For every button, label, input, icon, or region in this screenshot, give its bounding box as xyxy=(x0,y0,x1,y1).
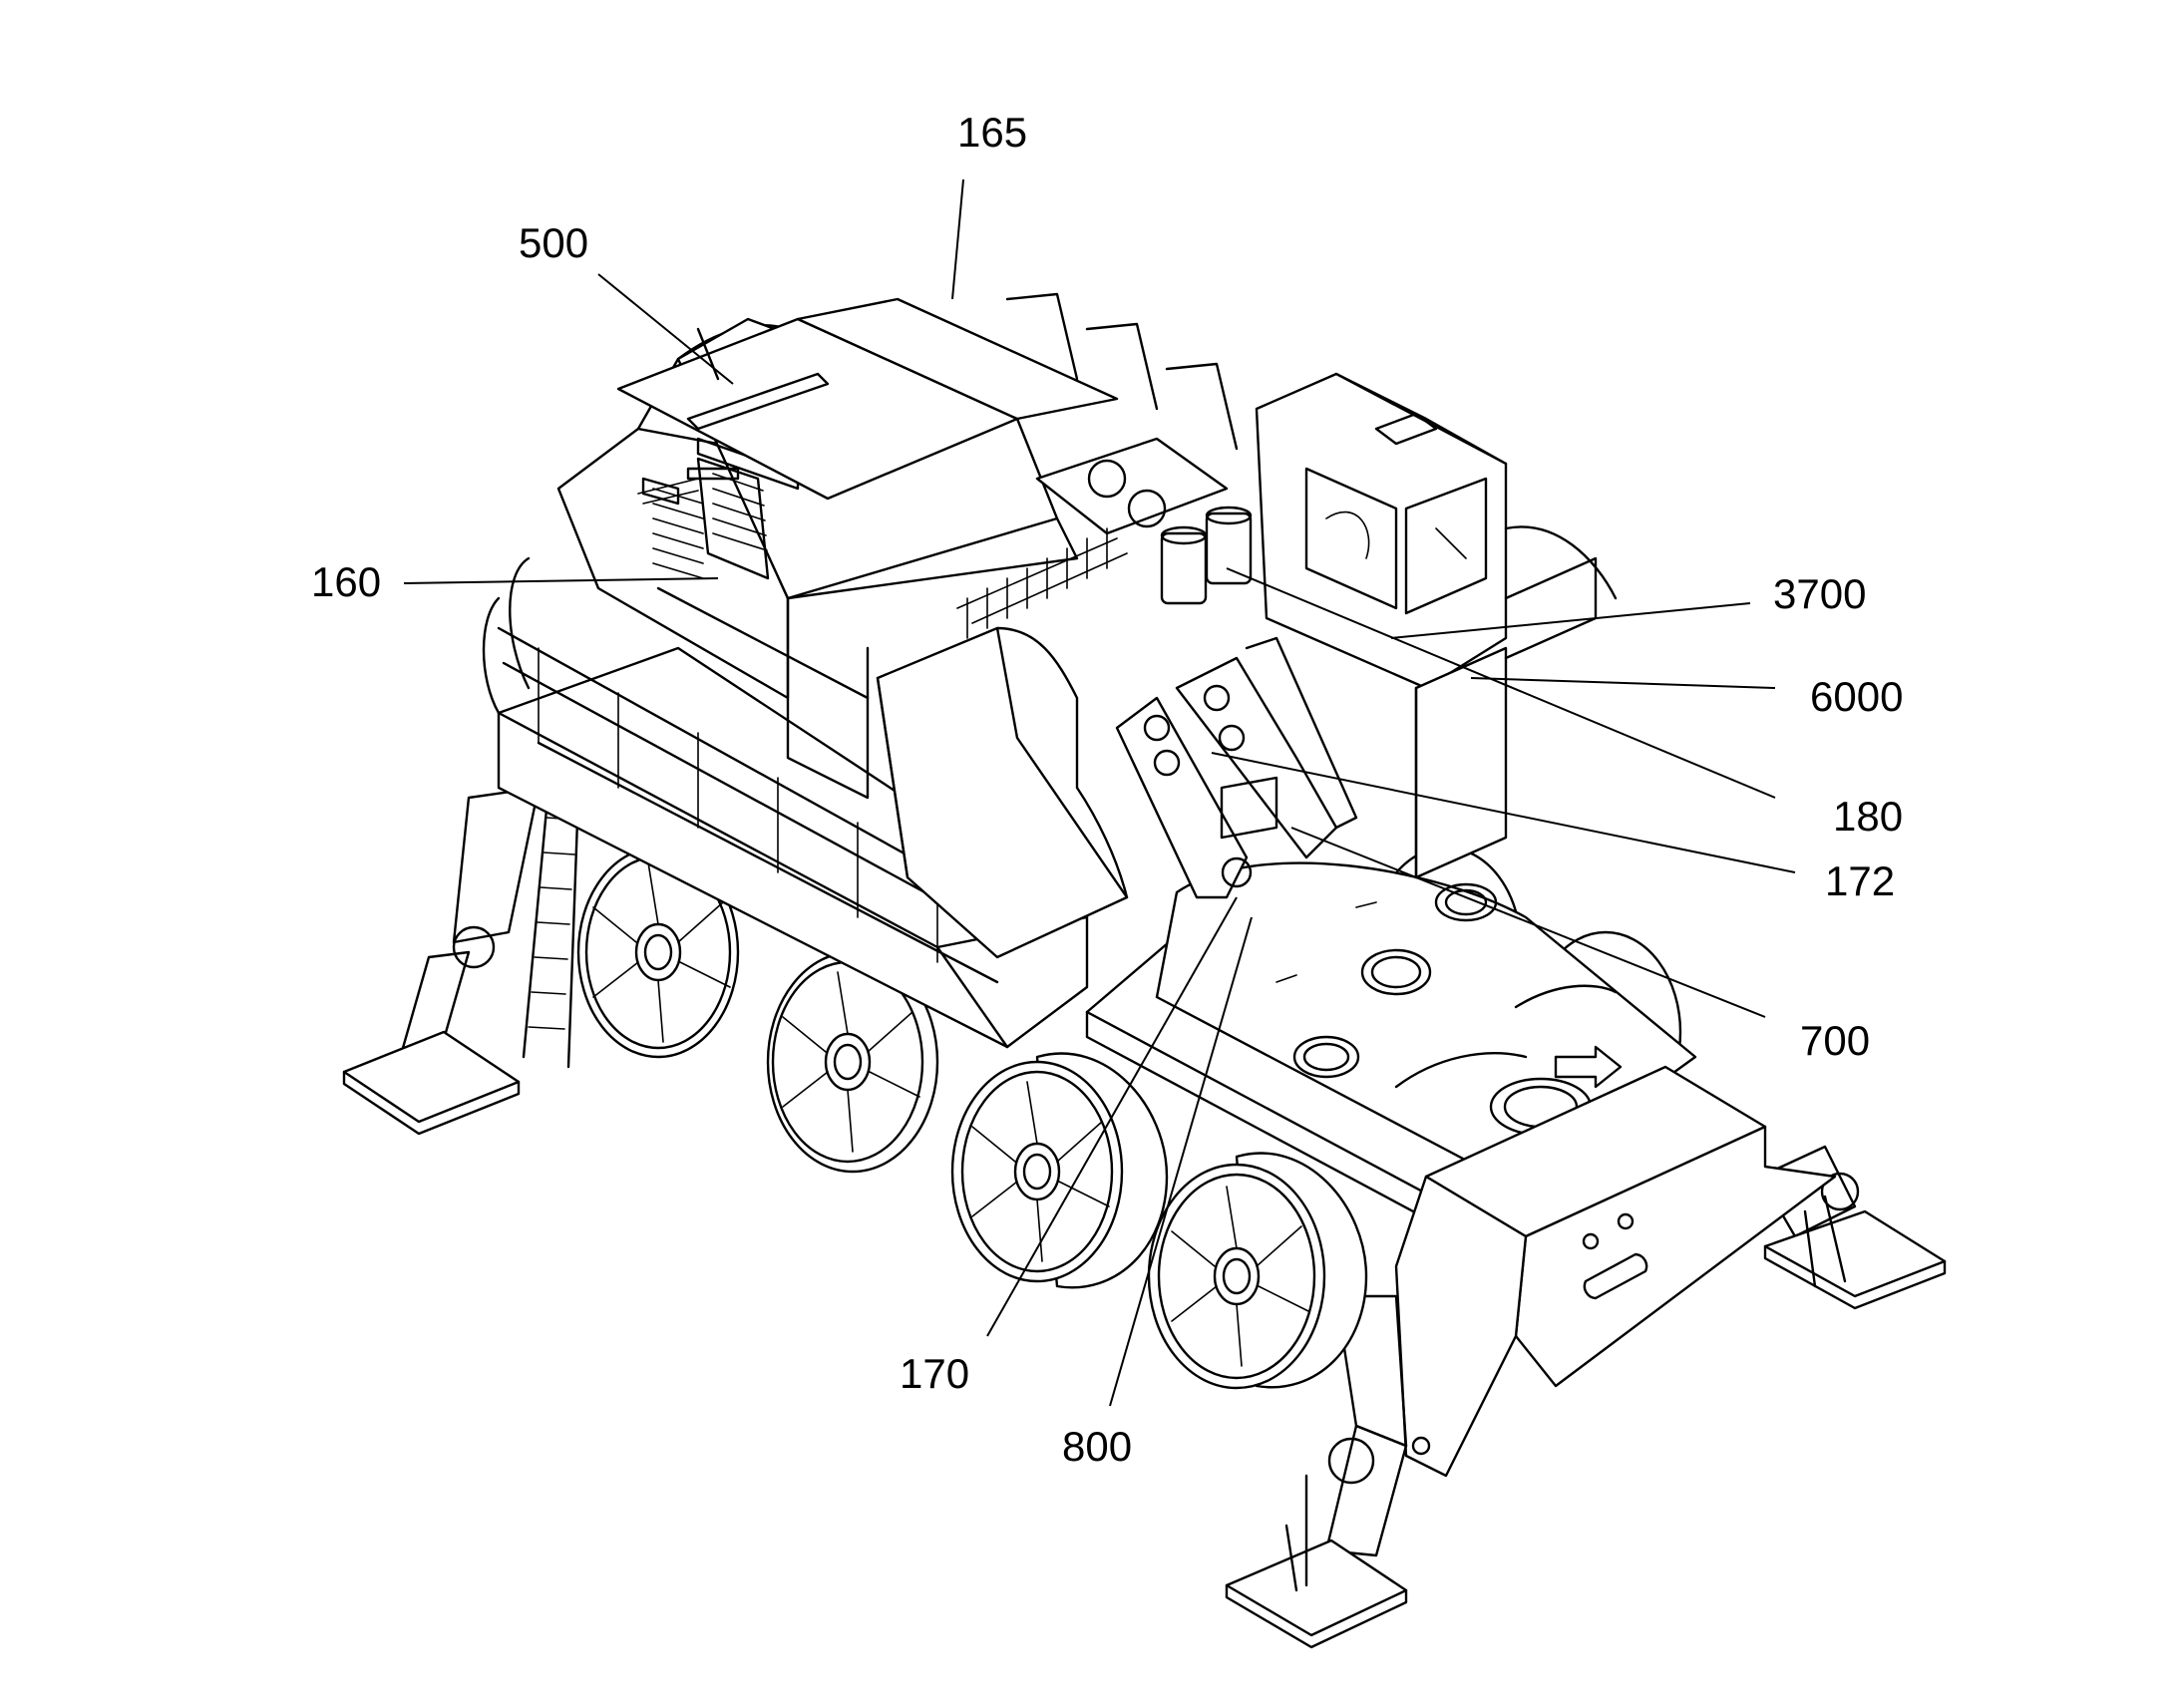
label-500: 500 xyxy=(519,219,588,266)
left-outrigger xyxy=(342,786,541,1136)
leader-700 xyxy=(1290,827,1766,1018)
access-ladder xyxy=(522,786,580,1069)
label-6000: 6000 xyxy=(1810,673,1903,720)
hydraulic-manifold xyxy=(956,437,1253,639)
rear-right-outrigger xyxy=(1758,1145,1947,1310)
a-frame-lugs xyxy=(1115,636,1358,899)
counterweight-hood xyxy=(876,626,1129,959)
leader-165 xyxy=(951,178,964,300)
label-165: 165 xyxy=(957,109,1027,156)
label-160: 160 xyxy=(311,558,381,605)
operator-cab xyxy=(1255,372,1618,879)
label-3700: 3700 xyxy=(1773,570,1866,617)
label-700: 700 xyxy=(1800,1017,1870,1064)
wheel-3 xyxy=(950,1052,1169,1289)
house-deck xyxy=(497,646,1089,1049)
leader-160 xyxy=(403,577,719,584)
leader-170 xyxy=(986,896,1238,1337)
leader-3700 xyxy=(1390,602,1751,639)
top-railing xyxy=(1005,292,1239,451)
leader-6000 xyxy=(1470,677,1776,689)
label-170: 170 xyxy=(900,1350,969,1397)
label-172: 172 xyxy=(1825,857,1895,904)
leader-180 xyxy=(1226,567,1776,799)
wheel-2 xyxy=(766,950,939,1174)
top-covers xyxy=(616,297,1119,505)
front-right-outrigger-beam xyxy=(1394,1065,1837,1478)
front-outrigger-foot xyxy=(1225,1294,1408,1649)
label-800: 800 xyxy=(1062,1423,1132,1470)
leader-800 xyxy=(1109,916,1253,1407)
label-180: 180 xyxy=(1833,793,1903,840)
wheel-4 xyxy=(1147,1152,1368,1390)
leader-lines xyxy=(403,178,1796,1407)
reference-numerals: 165 500 160 3700 6000 180 172 700 170 80… xyxy=(311,109,1903,1470)
leader-172 xyxy=(1211,752,1796,873)
wheel-1 xyxy=(576,846,740,1059)
leader-500 xyxy=(597,273,734,385)
